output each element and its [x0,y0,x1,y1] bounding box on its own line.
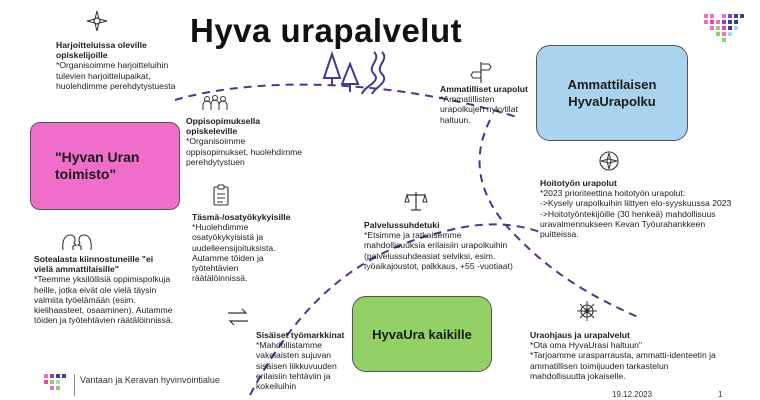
ammatillinen-box: Ammattilaisen HyvaUrapolku [536,45,688,141]
palvelus-block: Palvelussuhdetuki *Etsimme ja ratkaisemm… [364,220,524,271]
sisaiset-text: *Mahdollistamme vakelaisten sujuvan sisä… [256,340,337,392]
kaikille-box: HyvaUra kaikille [352,296,492,372]
signpost-icon [470,62,492,83]
road-trees-icon [322,50,386,95]
uraohjaus-block: Uraohjaus ja urapalvelut *Ota oma HyvaUr… [530,330,720,381]
harjoittelu-block: Harjoitteluissa oleville opiskelijoille … [56,40,176,91]
oppisopimus-heading: Oppisopimuksella opiskeleville [186,116,261,137]
harjoittelu-heading: Harjoitteluissa oleville opiskelijoille [56,40,147,61]
footer-logo [42,372,70,396]
compass-star-icon [86,10,108,32]
page-title: Hyva urapalvelut [190,12,463,49]
hoitotyo-heading: Hoitotyön urapolut [540,178,617,188]
tasma-block: Täsmä-/osatyökykyisille *Huolehdimme osa… [192,212,294,283]
palvelus-heading: Palvelussuhdetuki [364,220,440,230]
clipboard-icon [213,184,229,206]
oppisopimus-text: *Organisoimme oppisopimukset, huolehdimm… [186,136,303,167]
sotealasta-block: Sotealasta kiinnostuneille "ei vielä amm… [34,254,174,325]
hoitotyo-text: *2023 prioriteettina hoitotyön urapolut:… [540,188,732,240]
ammatilliset-heading: Ammatilliset urapolut [440,84,528,94]
harjoittelu-text: *Organisoimme harjoitteluihin tulevien h… [56,60,176,91]
oppisopimus-block: Oppisopimuksella opiskeleville *Organiso… [186,116,306,167]
sisaiset-heading: Sisäiset työmarkkinat [256,330,345,340]
sotealasta-heading: Sotealasta kiinnostuneille "ei vielä amm… [34,254,154,275]
palvelus-text: *Etsimme ja ratkaisemme mahdollisuuksia … [364,230,513,271]
tasma-text: *Huolehdimme osatyökykyisistä ja uudelle… [192,222,276,284]
uraohjaus-text: *Ota oma HyvaUrasi haltuun" *Tarjoamme u… [530,340,716,381]
sotealasta-text: *Teemme yksilöllisiä oppimispolkuja heil… [34,274,174,326]
footer-org: Vantaan ja Keravan hyvinvointialue [80,375,220,385]
org-logo [700,10,750,50]
swap-arrows-icon [228,308,248,326]
footer-divider [74,374,75,396]
ammatilliset-block: Ammatilliset urapolut *Ammatillisten ura… [440,84,530,125]
footer-date: 19.12.2023 [612,390,653,399]
people-group-icon [202,95,228,110]
tasma-heading: Täsmä-/osatyökykyisille [192,212,291,222]
scales-icon [404,192,428,211]
ship-wheel-icon [577,301,597,321]
page-number: 1 [718,390,723,399]
compass-icon [599,151,619,171]
ammatilliset-text: *Ammatillisten urapolkujen nykytilat hal… [440,94,518,125]
uraohjaus-heading: Uraohjaus ja urapalvelut [530,330,630,340]
talking-heads-icon [62,234,92,251]
toimisto-box: "Hyvan Uran toimisto" [30,122,180,210]
sisaiset-block: Sisäiset työmarkkinat *Mahdollistamme va… [256,330,352,391]
hoitotyo-block: Hoitotyön urapolut *2023 prioriteettina … [540,178,736,239]
